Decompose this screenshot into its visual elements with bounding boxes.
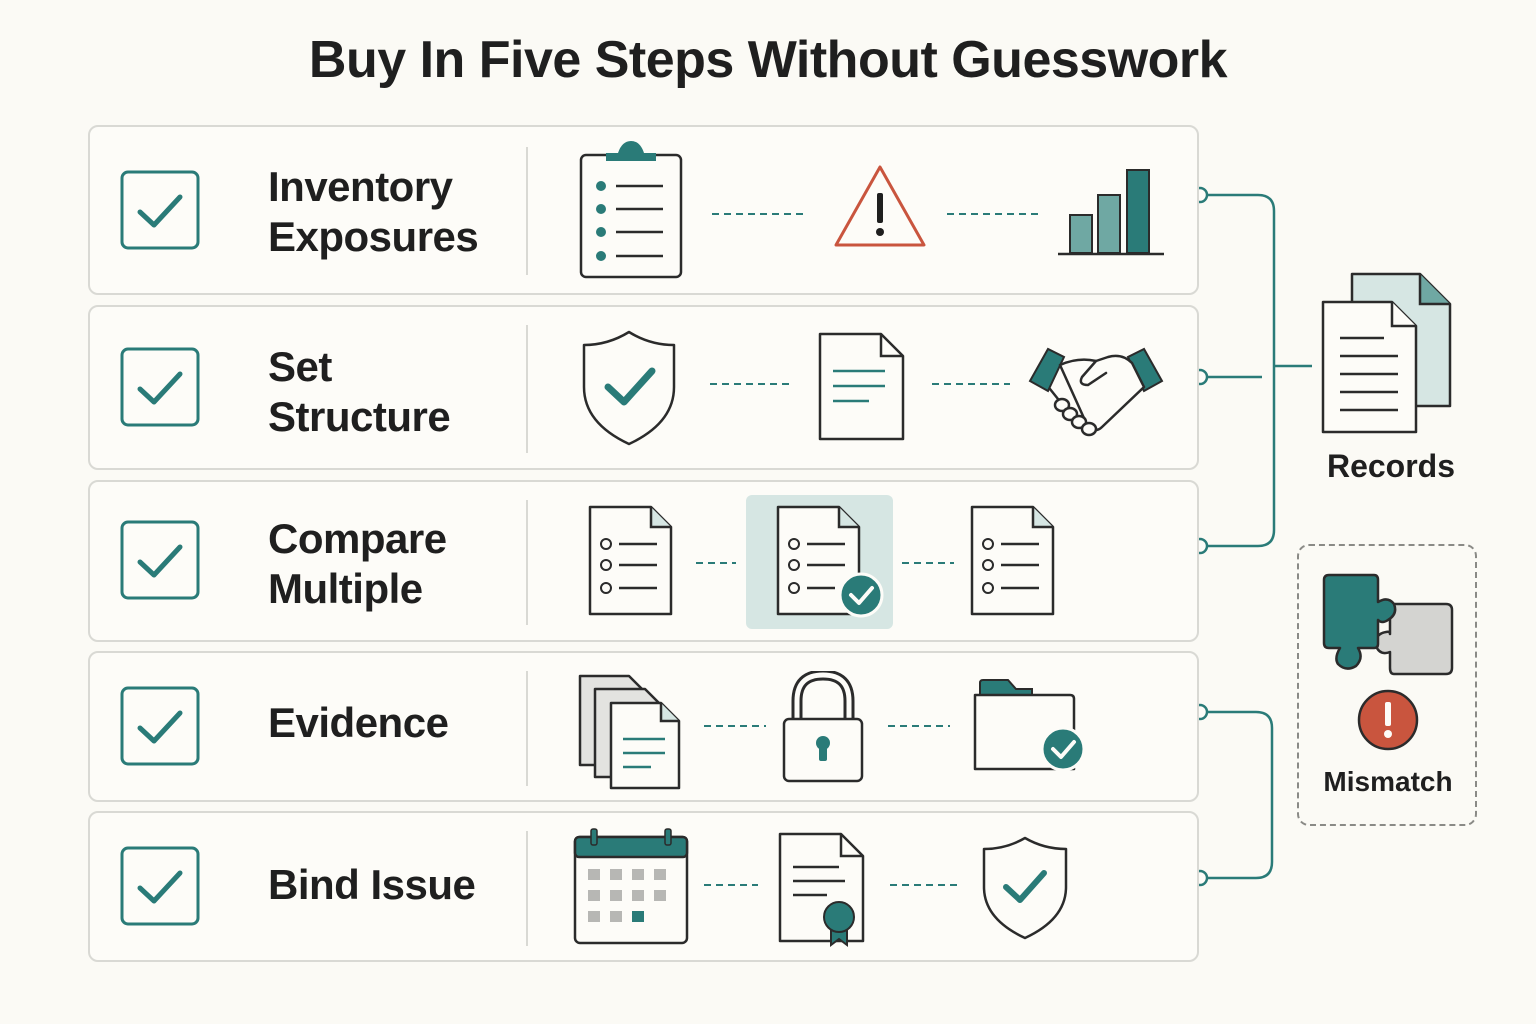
dashed-connector xyxy=(704,725,766,727)
step-label-line: Exposures xyxy=(268,213,479,260)
handshake-icon xyxy=(1028,347,1164,437)
checklist-document-icon xyxy=(588,505,673,616)
step-card-compare-multiple: Compare Multiple xyxy=(88,480,1199,642)
records-documents-icon xyxy=(1321,272,1452,434)
checkbox-checked-icon xyxy=(120,686,200,766)
dashed-connector xyxy=(696,562,736,564)
checkbox-checked-icon xyxy=(120,846,200,926)
step-card-evidence: Evidence xyxy=(88,651,1199,802)
dashed-connector xyxy=(712,213,808,215)
folder-check-icon xyxy=(973,679,1086,772)
step-label-line: Multiple xyxy=(268,565,423,612)
document-icon xyxy=(818,332,905,441)
step-label: Evidence xyxy=(268,698,449,748)
step-label: Set Structure xyxy=(268,342,451,442)
shield-check-icon xyxy=(582,330,676,446)
divider xyxy=(526,671,528,786)
alert-circle-icon xyxy=(1357,689,1419,751)
dashed-connector xyxy=(947,213,1043,215)
mismatch-box xyxy=(1297,544,1477,826)
checklist-document-icon xyxy=(970,505,1055,616)
step-card-bind-issue: Bind Issue xyxy=(88,811,1199,962)
mismatch-label: Mismatch xyxy=(1323,766,1453,797)
dashed-connector xyxy=(890,884,960,886)
dashed-connector xyxy=(704,884,758,886)
divider xyxy=(526,147,528,275)
dashed-connector xyxy=(888,725,950,727)
approved-document-icon xyxy=(776,505,884,618)
warning-triangle-icon xyxy=(834,165,926,247)
step-card-inventory-exposures: Inventory Exposures xyxy=(88,125,1199,295)
divider xyxy=(526,500,528,625)
calendar-icon xyxy=(573,828,689,945)
dashed-connector xyxy=(932,383,1010,385)
step-label-line: Compare xyxy=(268,515,447,562)
step-label-line: Set xyxy=(268,343,332,390)
step-label: Inventory Exposures xyxy=(268,162,479,262)
padlock-icon xyxy=(782,671,864,783)
step-label-line: Structure xyxy=(268,393,451,440)
clipboard-list-icon xyxy=(579,141,683,279)
step-label-line: Bind Issue xyxy=(268,861,476,908)
dashed-connector xyxy=(710,383,792,385)
bar-chart-icon xyxy=(1058,169,1164,256)
step-label-line: Evidence xyxy=(268,699,449,746)
page-title: Buy In Five Steps Without Guesswork xyxy=(308,31,1228,89)
document-stack-icon xyxy=(578,674,681,790)
divider xyxy=(526,831,528,946)
step-card-set-structure: Set Structure xyxy=(88,305,1199,470)
checkbox-checked-icon xyxy=(120,170,200,250)
checkbox-checked-icon xyxy=(120,520,200,600)
records-label: Records xyxy=(1326,448,1456,484)
divider xyxy=(526,325,528,453)
step-label-line: Inventory xyxy=(268,163,453,210)
step-label: Compare Multiple xyxy=(268,514,447,614)
certificate-icon xyxy=(778,832,865,947)
dashed-connector xyxy=(902,562,954,564)
shield-check-icon xyxy=(982,836,1068,940)
step-label: Bind Issue xyxy=(268,860,476,910)
puzzle-pieces-icon xyxy=(1322,573,1454,676)
checkbox-checked-icon xyxy=(120,347,200,427)
